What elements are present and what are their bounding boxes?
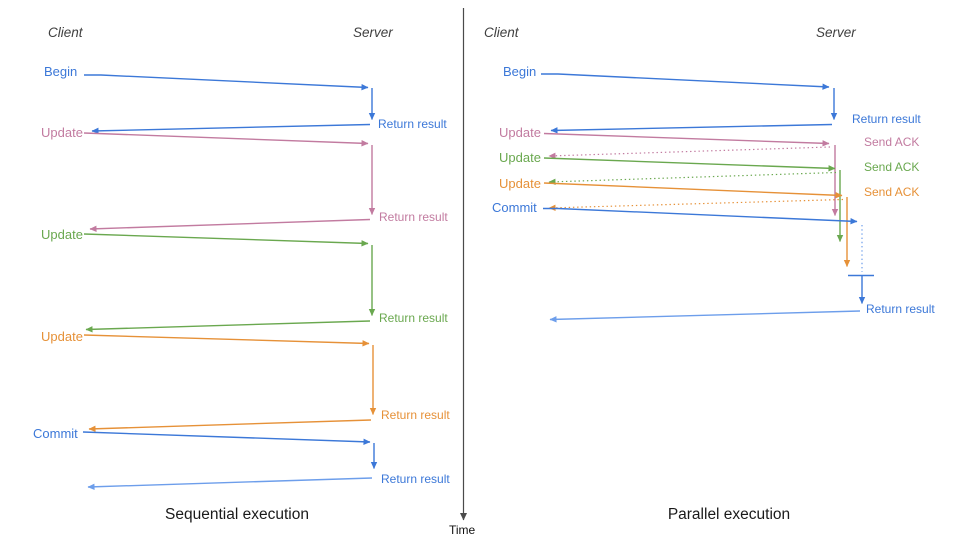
parallel-ack-3: Send ACK bbox=[864, 185, 920, 199]
parallel-lines bbox=[541, 73, 874, 323]
sequential-response-1: Return result bbox=[378, 117, 447, 131]
parallel-request-begin: Begin bbox=[503, 64, 537, 79]
time-axis-label: Time bbox=[449, 523, 476, 537]
sequential-response-5: Return result bbox=[381, 472, 450, 486]
parallel-ack-1: Send ACK bbox=[864, 135, 920, 149]
parallel-ack-2: Send ACK bbox=[864, 160, 920, 174]
parallel-request-update1: Update bbox=[499, 125, 541, 140]
sequential-lines bbox=[82, 74, 378, 490]
parallel-request-commit: Commit bbox=[492, 200, 537, 215]
parallel-response-5: Return result bbox=[866, 302, 935, 316]
parallel-request-update2: Update bbox=[499, 150, 541, 165]
sequential-request-commit: Commit bbox=[33, 426, 78, 441]
sequential-response-2: Return result bbox=[379, 210, 448, 224]
sequential-request-update2: Update bbox=[41, 227, 83, 242]
parallel-request-update3: Update bbox=[499, 176, 541, 191]
parallel-server-header: Server bbox=[816, 25, 856, 40]
sequential-client-header: Client bbox=[48, 25, 83, 40]
sequential-request-update3: Update bbox=[41, 329, 83, 344]
parallel-response-1: Return result bbox=[852, 112, 921, 126]
sequential-request-update1: Update bbox=[41, 125, 83, 140]
sequential-server-header: Server bbox=[353, 25, 393, 40]
sequential-response-3: Return result bbox=[379, 311, 448, 325]
parallel-client-header: Client bbox=[484, 25, 519, 40]
sequential-response-4: Return result bbox=[381, 408, 450, 422]
sequential-request-begin: Begin bbox=[44, 64, 78, 79]
parallel-title: Parallel execution bbox=[667, 506, 791, 523]
sequential-title: Sequential execution bbox=[165, 506, 309, 523]
